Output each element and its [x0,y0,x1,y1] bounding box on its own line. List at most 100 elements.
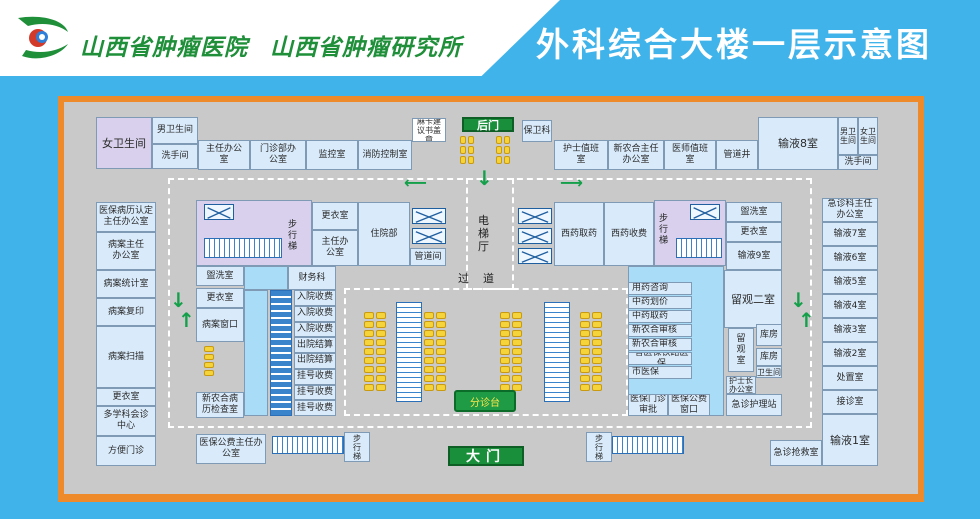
seat [436,348,446,355]
stair-left-label: 步行梯 [288,220,298,252]
room-changing-center: 更衣室 [312,202,358,230]
seat [376,312,386,319]
room-treatment: 处置室 [822,366,878,390]
seat [500,339,510,346]
seat [424,384,434,391]
elevator-3-icon [518,208,552,224]
cashier-window: 挂号收费 [294,384,336,401]
seat [376,339,386,346]
seat [424,321,434,328]
room-storage-2: 库房 [756,348,782,366]
pharmacy-window: 市医保 [628,366,692,379]
room-storage-1: 库房 [756,324,782,346]
seats-backgate-left [460,136,474,164]
room-infusion6: 输液6室 [822,246,878,270]
seat [512,357,522,364]
seat [512,366,522,373]
arrow-up-left-icon: ↑ [178,308,195,332]
seat [592,330,602,337]
pharmacy-window: 新农合审核 [628,338,692,351]
room-convenience-clinic: 方便门诊 [96,436,156,466]
room-western-pickup: 西药取药 [554,202,604,266]
seats-backgate-right [496,136,510,164]
seat [580,312,590,319]
room-infusion-8: 输液8室 [758,117,838,170]
seat [424,366,434,373]
seat [592,321,602,328]
hall-stairs-right-icon [544,302,570,402]
seat [500,375,510,382]
waiting-seats [580,312,602,391]
room-infusion7: 输液7室 [822,222,878,246]
cashier-window: 入院收费 [294,321,336,338]
room-western-pay: 西药收费 [604,202,654,266]
room-doctor-duty: 医师值班室 [664,140,716,170]
room-rescue: 急诊抢救室 [770,440,822,466]
seat [500,321,510,328]
triage-desk: 分诊台 [454,390,516,412]
room-medicare-director: 医保公费主任办公室 [196,434,266,464]
seat [580,348,590,355]
seat [424,312,434,319]
seats-records [204,346,214,376]
seat [580,366,590,373]
room-observation-2: 留观二室 [724,270,782,328]
room-fire-control: 消防控制室 [358,140,412,170]
room-records-director: 病案主任办公室 [96,232,156,270]
seat [376,330,386,337]
room-male-toilet: 男卫生间 [152,117,198,144]
room-infusion2: 输液2室 [822,342,878,366]
seat [436,384,446,391]
seat [592,357,602,364]
hall-stairs-left-icon [396,302,422,402]
seat [364,330,374,337]
room-head-nurse: 护士长办公室 [726,376,756,394]
seat [580,384,590,391]
seat [512,312,522,319]
waiting-seats [500,312,522,391]
waiting-seats [424,312,446,391]
back-gate-label: 后门 [462,117,514,132]
seat [424,348,434,355]
room-security: 保卫科 [522,120,552,142]
room-infusion4: 输液4室 [822,294,878,318]
seat [364,348,374,355]
elevator-2-icon [412,228,446,244]
seat [436,366,446,373]
seat [580,330,590,337]
front-gate-label: 大门 [448,446,524,466]
pharmacy-window: 新农合审核 [628,324,692,337]
seat [436,312,446,319]
room-infusion5: 输液5室 [822,270,878,294]
seat [376,321,386,328]
elevator-left-icon [204,204,234,220]
seat [580,357,590,364]
seat [436,375,446,382]
room-monitor: 监控室 [306,140,358,170]
elevator-4-icon [518,228,552,244]
room-nurse-station: 护士值班室 [554,140,608,170]
room-pipe-room: 管道间 [410,248,446,266]
seat [436,330,446,337]
seat [364,339,374,346]
seat [500,366,510,373]
seat [364,312,374,319]
stairs-right-icon [676,238,722,258]
institute-name: 山西省肿瘤研究所 [270,34,462,61]
elevator-5-icon [518,248,552,264]
seat [592,339,602,346]
label-stair-bottom-right: 步行梯 [586,432,612,462]
seat [580,339,590,346]
room-male-toilet-right: 男卫生间 [838,117,858,155]
seat [364,321,374,328]
seat [424,357,434,364]
room-washroom: 洗手间 [152,144,198,169]
pharmacy-window: 医保公费窗口 [668,394,710,416]
pharmacy-window: 中药取药 [628,310,692,323]
page-title: 外科综合大楼一层示意图 [536,25,932,64]
cashier-window: 入院收费 [294,305,336,322]
hospital-logo-icon [18,16,68,59]
seat [580,375,590,382]
room-records-copy: 病案复印 [96,298,156,326]
corridor-label: 过道 [458,272,508,285]
